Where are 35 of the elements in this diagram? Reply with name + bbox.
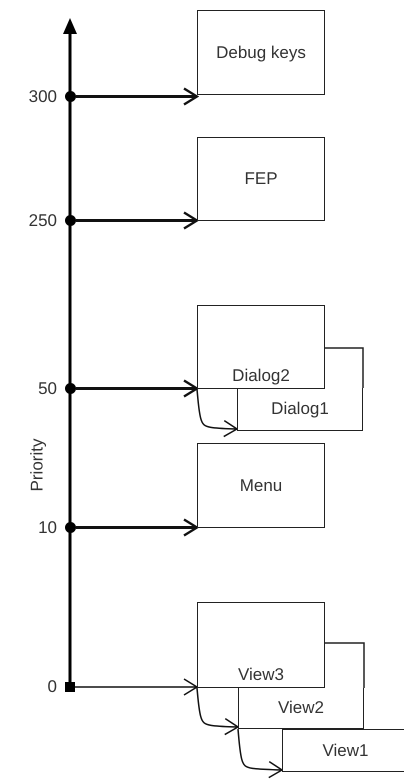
- tick-label: 300: [28, 86, 57, 106]
- window-name: Menu: [240, 476, 282, 496]
- axis-point: [65, 91, 76, 102]
- window-box: [197, 443, 325, 528]
- axis-point: [65, 522, 76, 533]
- arrow: [76, 87, 198, 106]
- arrow: [196, 388, 238, 438]
- arrow: [76, 518, 198, 537]
- tick-label: 250: [28, 210, 57, 230]
- tick-label: 50: [37, 378, 57, 398]
- axis-point: [65, 383, 76, 394]
- window-box: [238, 688, 364, 729]
- window-box: [197, 305, 325, 389]
- window-name: View3: [238, 665, 284, 685]
- arrow: [76, 211, 198, 230]
- window-name: View2: [278, 698, 324, 718]
- window-box: [282, 729, 404, 772]
- tick-label: 0: [46, 677, 57, 697]
- window-name: Dialog1: [271, 399, 329, 419]
- tick-label: 10: [37, 518, 57, 538]
- window-box: [237, 388, 363, 431]
- arrow: [237, 728, 283, 778]
- axis-title: Priority: [27, 438, 48, 492]
- window-name: FEP: [244, 169, 278, 189]
- window-name: Debug keys: [216, 42, 306, 62]
- window-box: [197, 602, 325, 688]
- window-name: Dialog2: [232, 366, 290, 386]
- arrow: [76, 379, 198, 398]
- axis-point: [65, 215, 76, 226]
- window-box: [197, 137, 325, 221]
- axis-origin-point: [65, 682, 75, 692]
- window-box: [197, 10, 325, 95]
- arrow: [75, 678, 198, 696]
- window-name: View1: [322, 740, 368, 760]
- arrow: [196, 688, 239, 736]
